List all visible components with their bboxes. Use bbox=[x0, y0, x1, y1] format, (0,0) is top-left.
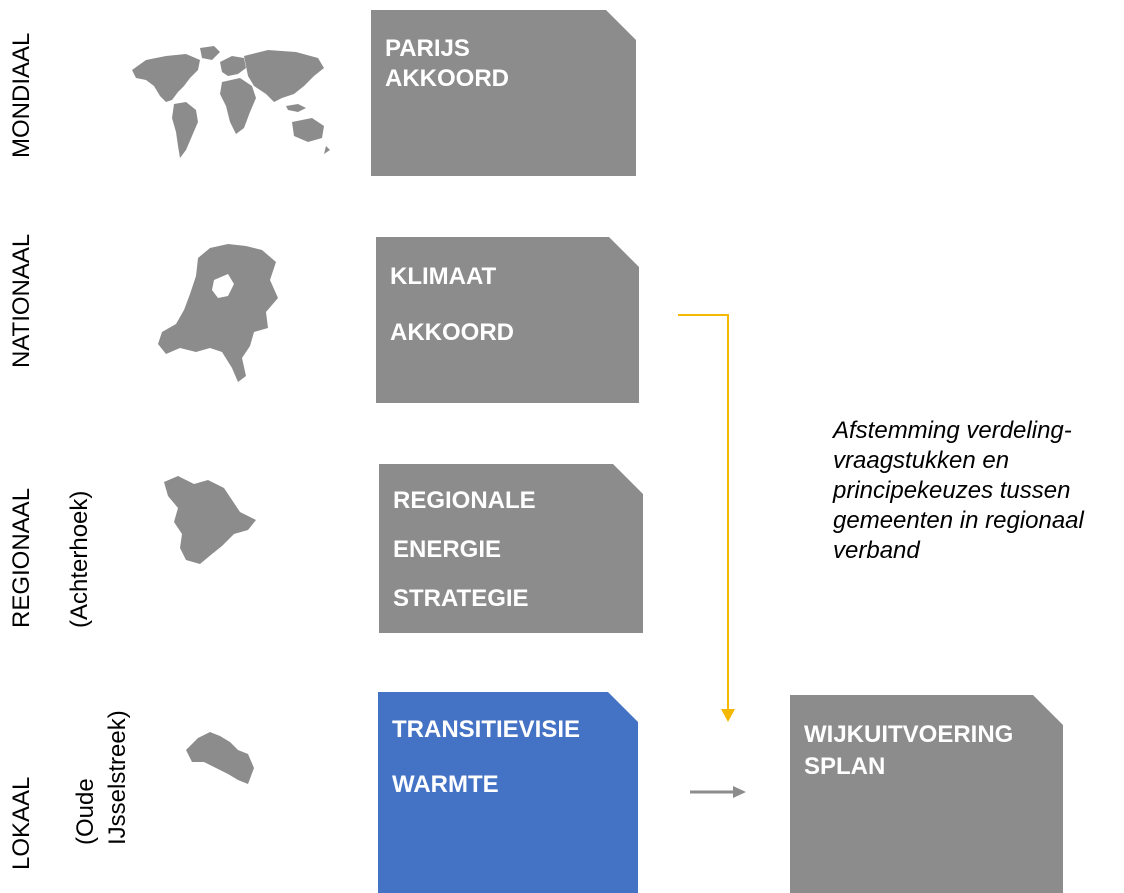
box-wijkuitvoeringsplan: WIJKUITVOERING SPLAN bbox=[790, 695, 1063, 893]
box-line: ENERGIE bbox=[393, 536, 502, 563]
box-line: KLIMAAT bbox=[390, 263, 497, 290]
gray-arrowhead bbox=[733, 786, 746, 798]
box-regionale-energie-strategie: REGIONALE ENERGIE STRATEGIE bbox=[379, 464, 643, 633]
box-line: WARMTE bbox=[392, 771, 499, 798]
achterhoek-map-icon bbox=[164, 476, 256, 564]
oude-ijsselstreek-map-icon bbox=[186, 732, 254, 784]
orange-connector-line bbox=[678, 314, 729, 710]
orange-arrowhead bbox=[721, 709, 735, 722]
alignment-note: Afstemming verdeling-vraagstukken en pri… bbox=[833, 417, 1084, 564]
box-line: AKKOORD bbox=[390, 319, 514, 346]
box-line: TRANSITIEVISIE bbox=[392, 716, 581, 743]
netherlands-map-icon bbox=[158, 244, 278, 382]
box-line: STRATEGIE bbox=[393, 585, 529, 612]
box-line: PARIJS bbox=[385, 35, 470, 62]
box-line: SPLAN bbox=[804, 753, 886, 780]
box-transitievisie-warmte: TRANSITIEVISIE WARMTE bbox=[378, 692, 638, 893]
world-map-icon bbox=[132, 46, 330, 158]
box-parijs-akkoord: PARIJS AKKOORD bbox=[371, 10, 636, 176]
box-line: WIJKUITVOERING bbox=[804, 721, 1014, 748]
box-line: AKKOORD bbox=[385, 65, 509, 92]
box-line: REGIONALE bbox=[393, 487, 536, 514]
box-klimaat-akkoord: KLIMAAT AKKOORD bbox=[376, 237, 639, 403]
